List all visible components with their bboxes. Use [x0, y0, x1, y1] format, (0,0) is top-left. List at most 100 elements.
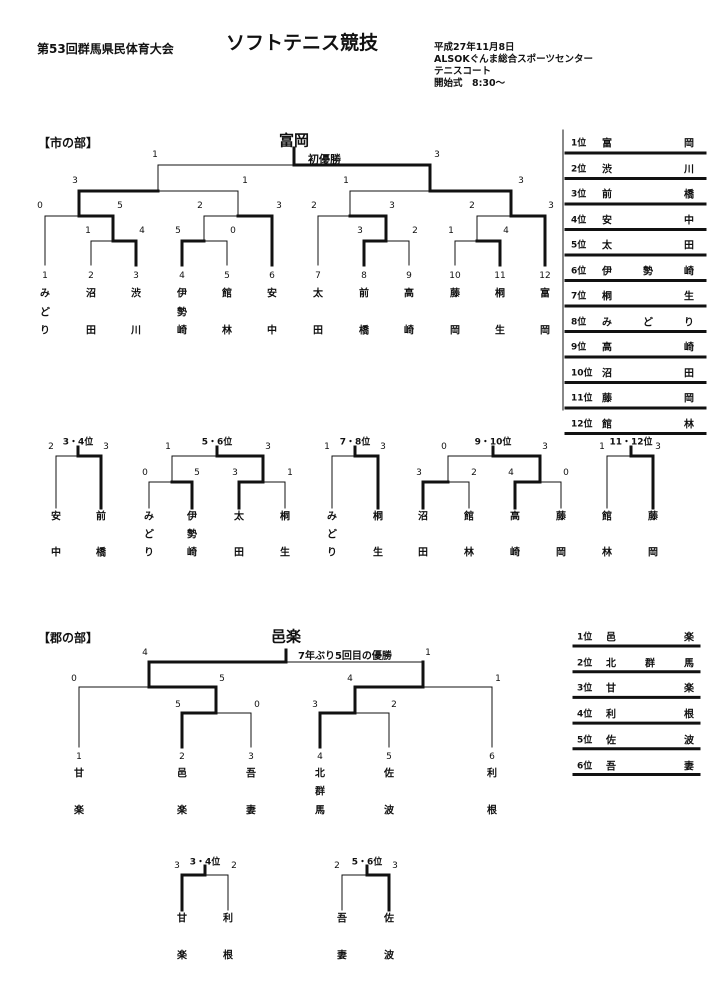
match-score: 1 [165, 442, 171, 452]
match-score: 3 [380, 442, 386, 452]
ranking-team: 館林 [602, 419, 694, 430]
team-name: 高 [404, 288, 414, 300]
match-score: 3 [434, 150, 440, 160]
match-score: 0 [230, 226, 236, 236]
team-name: 館 [464, 511, 474, 523]
team-number: 4 [317, 752, 323, 762]
ranking-team: 藤岡 [602, 393, 694, 405]
team-name: 館 [222, 288, 232, 300]
ranking-team: 安中 [602, 215, 694, 226]
placement-label: 11・12位 [609, 437, 653, 448]
team-name: 橋 [359, 325, 369, 337]
gun-champion-note: 7年ぶり5回目の優勝 [298, 651, 392, 662]
ranking-team: 富岡 [602, 138, 694, 150]
match-score: 3 [416, 468, 422, 478]
team-name: 藤 [450, 288, 460, 300]
sport-title: ソフトテニス競技 [226, 32, 379, 54]
team-name: 田 [313, 325, 323, 337]
team-name: 崎 [187, 547, 197, 559]
team-number: 11 [494, 271, 506, 281]
ranking-team: 高崎 [602, 342, 694, 354]
team-name: 北 [315, 768, 325, 780]
match-score: 2 [311, 201, 317, 211]
ranking-position: 7位 [571, 291, 587, 302]
ranking-position: 11位 [571, 393, 593, 404]
match-score: 2 [231, 861, 237, 871]
team-name: 邑 [177, 768, 187, 780]
team-name: 中 [51, 547, 61, 559]
ranking-position: 5位 [571, 240, 587, 251]
ranking-position: 1位 [577, 632, 593, 643]
team-name: 桐 [373, 511, 383, 523]
match-score: 1 [448, 226, 454, 236]
event-court: テニスコート [434, 66, 492, 77]
ranking-team: 邑楽 [606, 632, 694, 644]
match-score: 5 [175, 226, 181, 236]
team-name: 根 [223, 950, 233, 962]
ranking-position: 6位 [571, 266, 587, 276]
match-score: 3 [265, 442, 271, 452]
match-score: 3 [518, 176, 524, 186]
placement-label: 7・8位 [339, 437, 371, 448]
team-name: み [144, 511, 154, 523]
team-name: 伊 [177, 288, 187, 300]
team-name: 橋 [96, 547, 106, 559]
team-name: 前 [96, 511, 106, 523]
ranking-position: 3位 [571, 189, 587, 200]
ranking-team: 甘楽 [606, 683, 694, 695]
match-score: 0 [441, 442, 447, 452]
city-champion-note: 初優勝 [308, 153, 341, 166]
team-name: 群 [315, 786, 325, 798]
match-score: 2 [48, 442, 54, 452]
event-venue: ALSOKぐんま総合スポーツセンター [434, 54, 593, 65]
team-name: り [40, 325, 50, 337]
match-score: 4 [503, 226, 509, 236]
ranking-team: 沼田 [602, 368, 694, 379]
match-score: 1 [425, 648, 431, 658]
match-score: 1 [242, 176, 248, 186]
team-name: 藤 [648, 511, 658, 523]
team-name: 田 [234, 547, 244, 559]
team-number: 2 [88, 271, 94, 281]
team-number: 3 [248, 752, 254, 762]
match-score: 2 [469, 201, 475, 211]
opening-time: 開始式 8:30～ [434, 78, 506, 89]
team-name: み [40, 288, 50, 300]
team-name: 富 [540, 288, 550, 300]
match-score: 3 [232, 468, 238, 478]
match-score: 3 [357, 226, 363, 236]
ranking-team: 渋川 [602, 164, 694, 175]
team-name: 吾 [337, 913, 347, 925]
match-score: 2 [334, 861, 340, 871]
ranking-team: みどり [602, 317, 694, 328]
match-score: 1 [152, 150, 158, 160]
match-score: 5 [117, 201, 123, 211]
team-name: 林 [464, 547, 474, 559]
match-score: 1 [324, 442, 330, 452]
match-score: 3 [276, 201, 282, 211]
team-name: 崎 [404, 325, 414, 337]
placement-label: 5・6位 [351, 857, 383, 868]
team-name: り [144, 547, 154, 559]
match-score: 3 [392, 861, 398, 871]
team-name: 岡 [648, 547, 658, 559]
placement-label: 5・6位 [201, 437, 233, 448]
city-division-title: 【市の部】 [38, 136, 99, 150]
ranking-team: 吾妻 [606, 761, 694, 772]
team-name: 妻 [246, 805, 256, 817]
team-name: 沼 [418, 511, 428, 523]
placement-label: 3・4位 [62, 437, 94, 448]
match-score: 0 [37, 201, 43, 211]
ranking-position: 10位 [571, 368, 593, 378]
team-name: 岡 [450, 325, 460, 337]
team-name: 伊 [187, 511, 197, 523]
ranking-team: 北群馬 [606, 658, 694, 670]
match-score: 4 [508, 468, 514, 478]
match-score: 5 [194, 468, 200, 478]
team-number: 9 [406, 271, 412, 281]
match-score: 0 [142, 468, 148, 478]
match-score: 3 [542, 442, 548, 452]
team-name: 岡 [540, 325, 550, 337]
team-name: み [327, 511, 337, 523]
team-number: 6 [269, 271, 275, 281]
